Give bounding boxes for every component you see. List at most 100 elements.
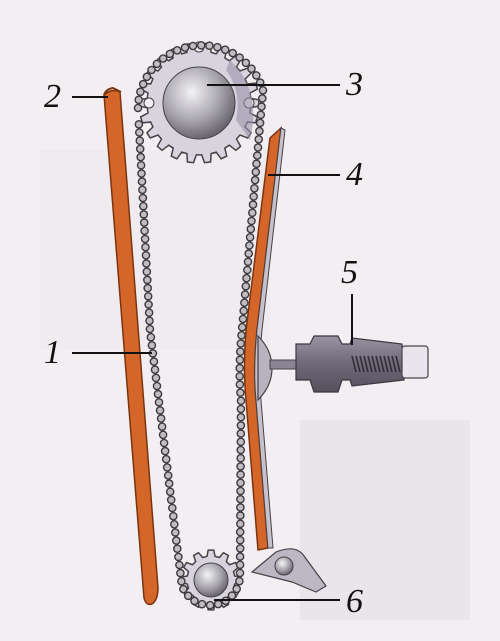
tensioner-cap — [401, 345, 429, 379]
chain-link — [245, 241, 254, 250]
chain-link — [136, 87, 145, 97]
chain-link — [147, 65, 156, 75]
chain-link — [156, 414, 166, 423]
chain-link — [155, 406, 165, 415]
chain-link — [196, 41, 206, 50]
chain-link — [175, 560, 184, 570]
tensioner-plunger — [257, 334, 429, 402]
chain-link — [190, 596, 199, 606]
chain-link — [232, 584, 241, 594]
camshaft-shadow — [226, 60, 254, 140]
chain-link — [237, 330, 246, 340]
chain-link — [143, 291, 153, 301]
chain-link — [240, 290, 250, 299]
chain-link — [252, 151, 262, 160]
chain-link — [145, 324, 155, 334]
chain-link — [180, 43, 190, 52]
chain-link — [144, 308, 154, 318]
chain-link — [135, 144, 145, 154]
left-chain-guide — [103, 89, 159, 606]
chain-link — [213, 42, 222, 52]
chain-link — [242, 273, 251, 283]
chain-link — [205, 600, 215, 610]
chain-link — [142, 267, 152, 277]
chain-link — [258, 86, 268, 95]
chain-link — [160, 446, 170, 456]
chain-link — [136, 152, 145, 162]
chain-link — [166, 495, 176, 505]
chain-link — [171, 536, 181, 545]
chain-link — [247, 208, 257, 218]
chain-link — [240, 298, 249, 308]
chain-link — [253, 143, 263, 152]
spring-coil — [371, 355, 377, 373]
chain-link — [138, 185, 147, 195]
chain-link — [145, 316, 154, 326]
tensioner-spring-icon — [351, 355, 401, 373]
chain-link — [146, 332, 156, 342]
chain-link — [142, 259, 151, 268]
chain-link — [220, 45, 230, 55]
chain-link — [235, 535, 245, 545]
chain-link — [188, 41, 198, 51]
chain-link — [152, 381, 162, 391]
chain-link — [248, 200, 258, 209]
chain-link — [158, 430, 168, 440]
chain-link — [176, 568, 185, 578]
chain-link — [235, 380, 245, 389]
chain-link — [257, 94, 267, 103]
chain-link — [256, 110, 266, 120]
chain-link — [227, 591, 237, 600]
chain-link — [144, 300, 153, 309]
chain-link — [245, 232, 255, 242]
chain-link — [143, 283, 152, 293]
left-guide-hook — [103, 86, 122, 96]
spring-coil — [391, 355, 397, 373]
chain-link — [133, 103, 143, 113]
timing-chain — [133, 41, 268, 610]
chain-link — [137, 169, 146, 178]
chain-link — [150, 365, 160, 375]
chain-link — [135, 136, 145, 145]
chain-link — [138, 201, 148, 211]
chain-link — [235, 568, 245, 578]
chain-link — [137, 177, 147, 186]
chain-link — [241, 58, 251, 68]
callout-5: 5 — [341, 254, 358, 291]
chain-link — [138, 79, 148, 89]
spring-coil — [387, 355, 393, 373]
chain-link — [141, 250, 151, 260]
chain-link — [257, 102, 266, 111]
chain-link — [236, 339, 246, 348]
callout-1: 1 — [44, 334, 61, 371]
chain-link — [243, 257, 253, 267]
chain-link — [251, 71, 261, 80]
chain-link — [149, 357, 159, 366]
chain-link — [236, 388, 245, 398]
spring-coil — [363, 355, 369, 373]
camshaft-hub — [162, 66, 236, 140]
spring-coil — [359, 355, 365, 373]
chain-link — [246, 224, 256, 234]
chain-link — [151, 373, 161, 383]
chain-link — [163, 471, 173, 480]
chain-link — [167, 503, 177, 513]
spring-coil — [375, 355, 381, 373]
chain-link — [138, 193, 148, 203]
leader-lines — [72, 84, 353, 601]
chain-link — [254, 134, 264, 144]
chain-link — [236, 445, 245, 455]
chain-link — [142, 72, 152, 82]
chain-link — [236, 412, 246, 422]
chain-link — [153, 389, 163, 399]
chain-link — [168, 511, 178, 521]
chain-link — [235, 576, 244, 586]
chain-link — [250, 183, 259, 193]
chain-link — [162, 463, 172, 472]
chain-link — [236, 478, 245, 488]
chain-link — [242, 265, 252, 275]
chain-link — [236, 503, 245, 512]
chain-link — [177, 577, 186, 586]
chain-link — [140, 234, 150, 244]
chain-link — [236, 429, 246, 438]
